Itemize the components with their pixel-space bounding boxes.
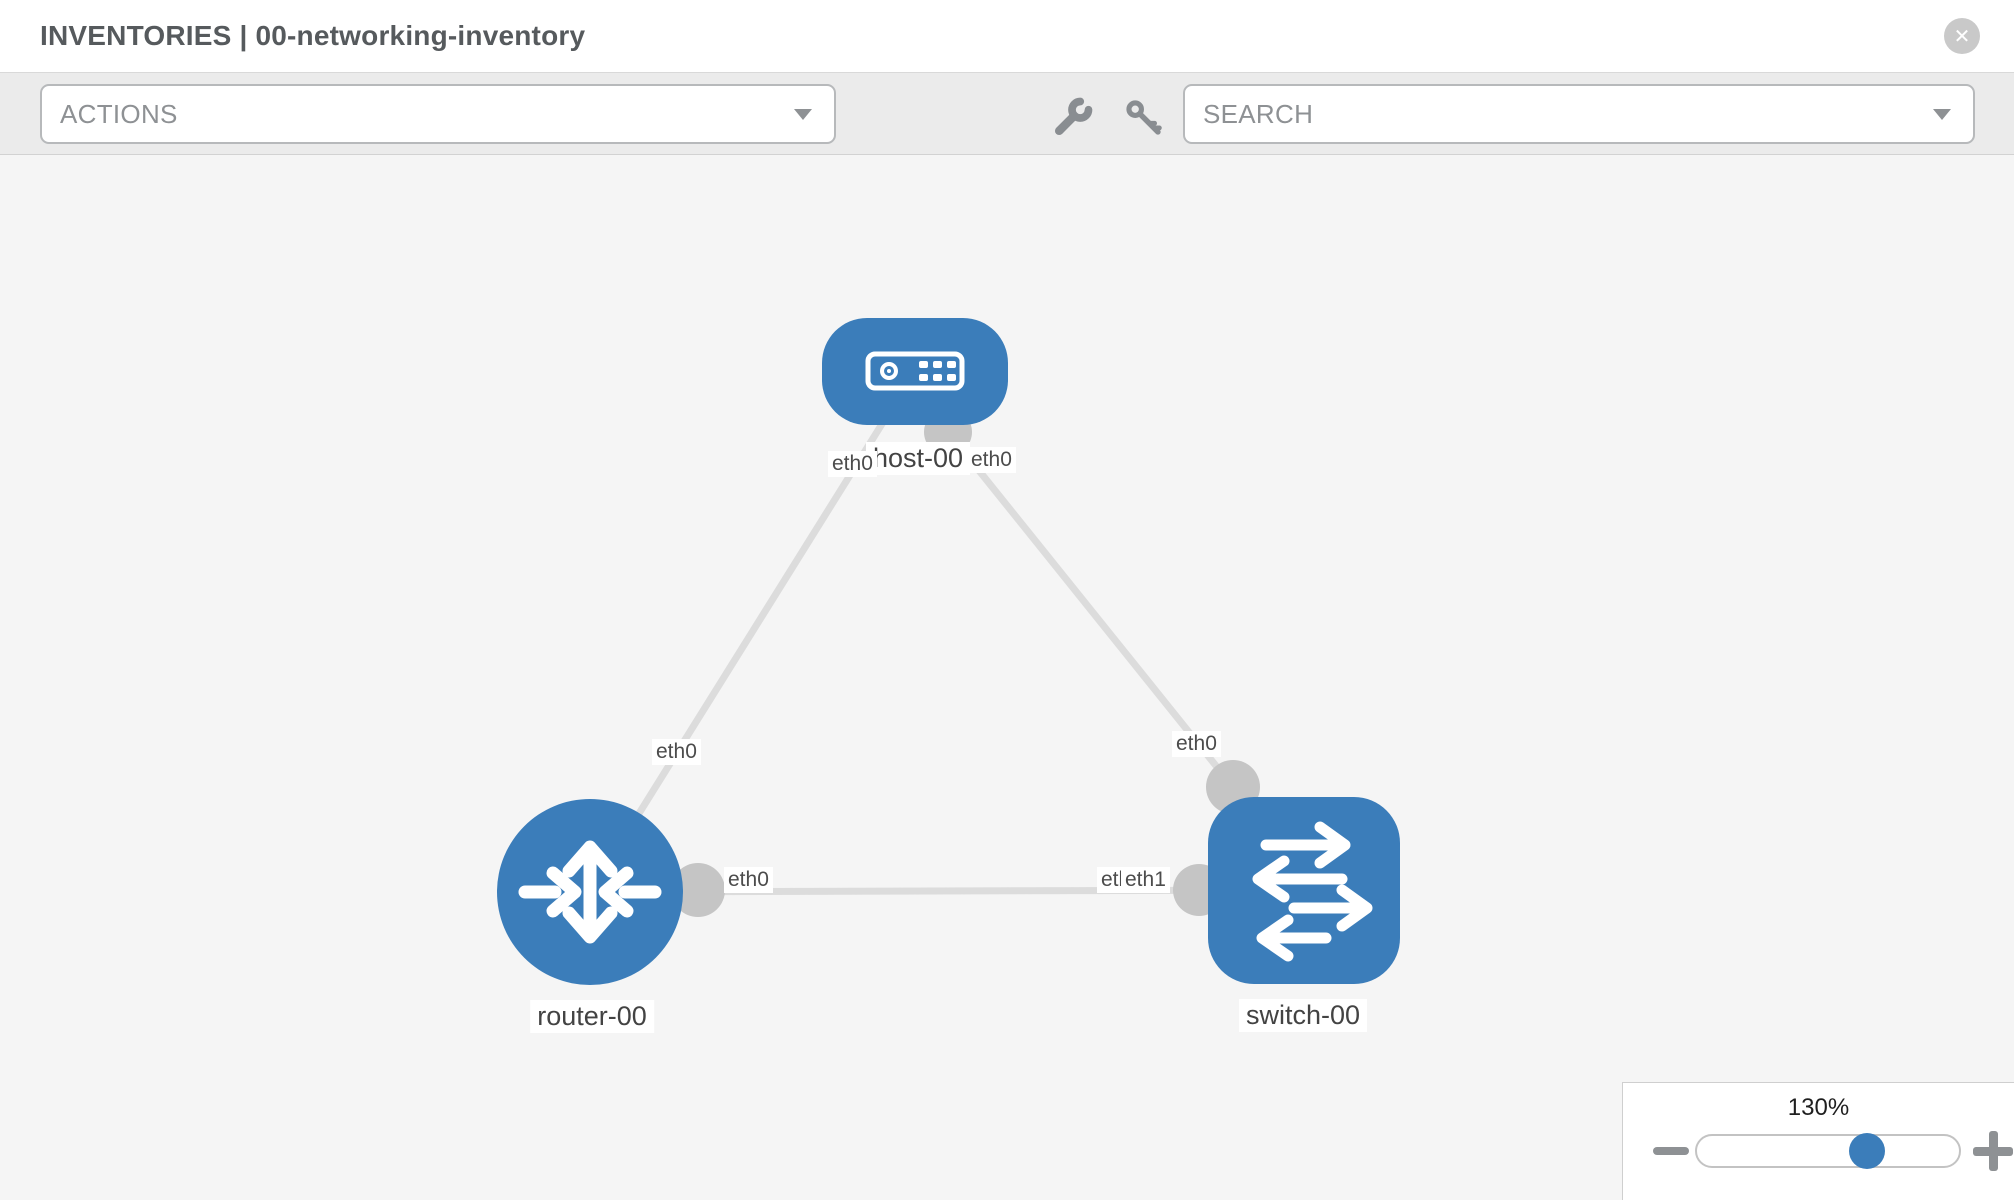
actions-dropdown[interactable]: ACTIONS: [40, 84, 836, 144]
wrench-button[interactable]: [1050, 96, 1094, 140]
search-dropdown-label: SEARCH: [1203, 98, 1314, 129]
interface-label-switch-to-host: eth0: [1172, 731, 1221, 758]
close-icon: ✕: [1953, 25, 1971, 48]
chevron-down-icon: [1933, 108, 1951, 120]
key-button[interactable]: [1122, 96, 1166, 140]
wrench-icon: [1054, 97, 1093, 136]
zoom-out-button minus-icon[interactable]: [1653, 1147, 1689, 1155]
node-label-host: host-00: [865, 442, 971, 476]
header: INVENTORIES | 00-networking-inventory ✕: [0, 0, 2014, 72]
router-icon: [518, 840, 662, 944]
actions-dropdown-label: ACTIONS: [60, 98, 178, 129]
zoom-panel: 130%: [1622, 1082, 2014, 1200]
chevron-down-icon: [794, 108, 812, 120]
interface-label-router-to-host: eth0: [652, 739, 701, 766]
node-host[interactable]: [822, 318, 1008, 425]
switch-icon: [1252, 821, 1373, 962]
node-label-switch: switch-00: [1238, 999, 1368, 1033]
page-title: INVENTORIES | 00-networking-inventory: [40, 20, 586, 51]
zoom-slider-handle[interactable]: [1849, 1133, 1885, 1169]
search-dropdown[interactable]: SEARCH: [1183, 84, 1975, 144]
zoom-slider[interactable]: [1695, 1133, 1961, 1169]
interface-label-switch-to-router: eth1: [1121, 867, 1170, 894]
node-router[interactable]: [497, 799, 683, 985]
interface-label-host-to-router: eth0: [828, 451, 877, 478]
host-icon: [865, 351, 965, 391]
key-icon: [1126, 100, 1162, 135]
port-router: [671, 863, 725, 917]
interface-label-host-to-switch: eth0: [967, 447, 1016, 474]
node-switch[interactable]: [1208, 797, 1400, 984]
topology-canvas[interactable]: host-00 router-00 switch-00 eth0 eth0 et…: [0, 155, 2014, 1200]
interface-label-router-to-switch: eth0: [724, 867, 773, 894]
close-button[interactable]: ✕: [1944, 18, 1980, 54]
zoom-in-button plus-icon[interactable]: [1973, 1131, 2013, 1171]
toolbar: ACTIONS SEARCH: [0, 72, 2014, 155]
zoom-level-value: 130%: [1787, 1094, 1850, 1121]
node-label-router: router-00: [530, 1000, 654, 1034]
